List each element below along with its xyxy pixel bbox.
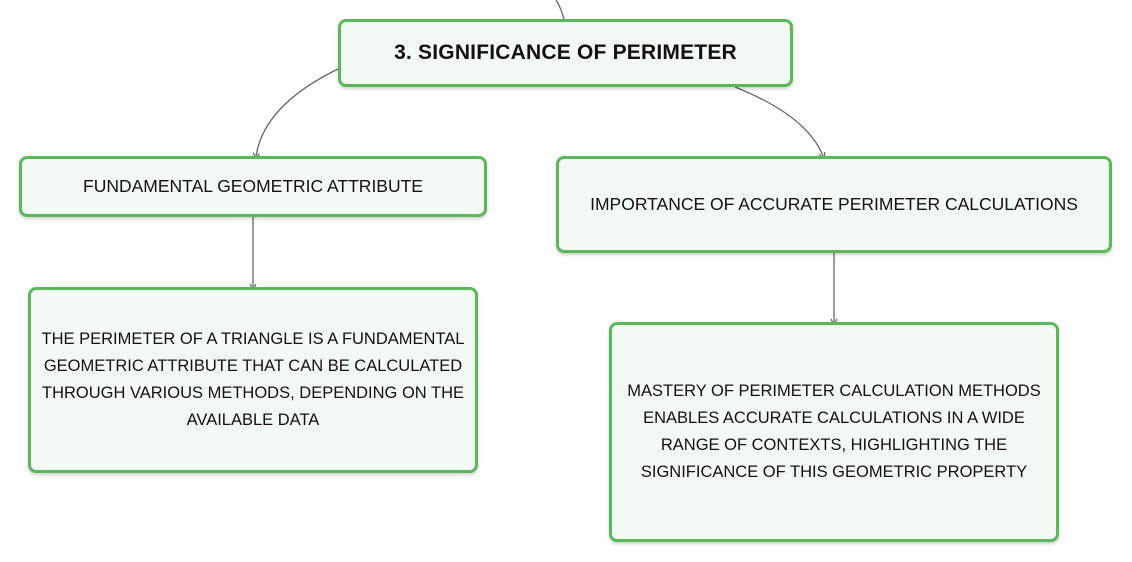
root-node-label: 3. SIGNIFICANCE OF PERIMETER (394, 41, 737, 64)
fundamental-attribute-detail-node[interactable]: THE PERIMETER OF A TRIANGLE IS A FUNDAME… (28, 287, 478, 473)
fundamental-attribute-node[interactable]: FUNDAMENTAL GEOMETRIC ATTRIBUTE (19, 156, 487, 217)
accurate-calculations-detail-text: MASTERY OF PERIMETER CALCULATION METHODS… (627, 382, 1041, 481)
accurate-calculations-label: IMPORTANCE OF ACCURATE PERIMETER CALCULA… (590, 194, 1078, 214)
root-node[interactable]: 3. SIGNIFICANCE OF PERIMETER (338, 19, 793, 87)
accurate-calculations-node[interactable]: IMPORTANCE OF ACCURATE PERIMETER CALCULA… (556, 156, 1112, 253)
accurate-calculations-detail-node[interactable]: MASTERY OF PERIMETER CALCULATION METHODS… (609, 322, 1059, 542)
fundamental-attribute-detail-text: THE PERIMETER OF A TRIANGLE IS A FUNDAME… (41, 330, 465, 429)
connector-parent-to-root (555, 0, 565, 20)
connector-root-to-right (734, 86, 823, 156)
connector-root-to-left (256, 68, 339, 156)
fundamental-attribute-label: FUNDAMENTAL GEOMETRIC ATTRIBUTE (83, 176, 423, 196)
